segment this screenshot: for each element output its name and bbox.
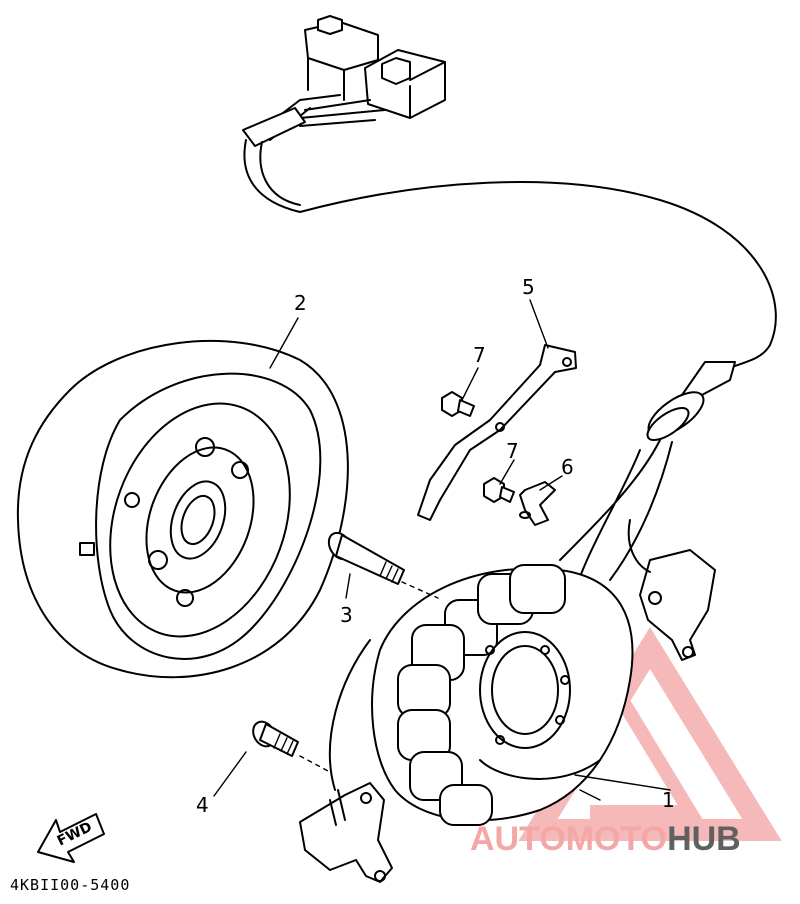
callout-6: 6 xyxy=(561,455,574,479)
pickup-coil-icon xyxy=(627,519,716,661)
callout-4: 4 xyxy=(196,793,209,817)
wire-connector-icon xyxy=(242,15,446,147)
watermark-brand: AUTOMOTOHUB xyxy=(470,820,741,859)
callout-7-lower: 7 xyxy=(506,439,519,463)
callout-3: 3 xyxy=(340,603,353,627)
stator-coil xyxy=(371,564,634,826)
small-screw-icon-upper xyxy=(441,391,475,417)
clamp-icon xyxy=(417,344,577,521)
callout-5: 5 xyxy=(522,275,535,299)
holder-icon xyxy=(519,481,556,526)
screw-icon xyxy=(252,720,299,757)
leader-lines xyxy=(213,299,671,801)
grommet-icon xyxy=(559,361,736,611)
rotor-flywheel xyxy=(16,339,349,679)
lead-bracket-icon xyxy=(299,639,393,883)
bolt-icon xyxy=(327,531,405,585)
wire-harness-inner xyxy=(259,141,301,206)
small-screw-icon-lower xyxy=(483,477,515,503)
callout-7-upper: 7 xyxy=(473,343,486,367)
part-code: 4KBII00-5400 xyxy=(10,876,131,894)
fwd-arrow-icon: FWD xyxy=(37,813,105,863)
callout-1: 1 xyxy=(662,788,675,812)
watermark-brand-part1: AUTOMOTO xyxy=(470,820,668,858)
callout-2: 2 xyxy=(294,291,307,315)
watermark-brand-part2: HUB xyxy=(667,820,741,858)
wire-harness xyxy=(243,139,777,373)
